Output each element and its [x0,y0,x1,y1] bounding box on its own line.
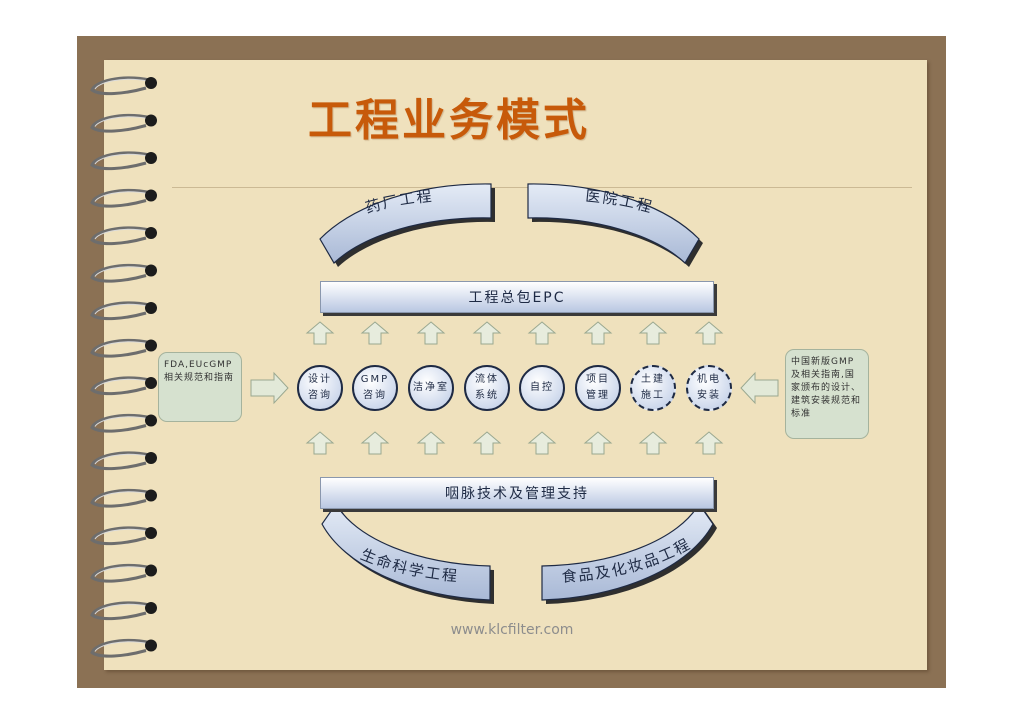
up-arrow-upper-5 [527,321,557,345]
arc-pharma-factory [319,183,492,264]
arrow-left-right [740,371,779,405]
up-arrow-lower-7 [638,431,668,455]
service-unit-label: 自控 [530,382,554,393]
service-unit-label-line2: 管理 [586,390,610,401]
up-arrow-lower-8 [694,431,724,455]
left-standards-box: FDA,EUcGMP相关规范和指南 [158,352,242,422]
up-arrow-lower-5 [527,431,557,455]
up-arrow-lower-6 [583,431,613,455]
service-unit-label-line2: 咨询 [308,390,332,401]
arc-life-science [321,502,491,601]
service-unit: 自控 [519,365,565,411]
arrow-right-left [250,371,289,405]
service-unit-label: 设计咨询 [308,374,332,401]
service-unit: 流体系统 [464,365,510,411]
up-arrow-lower-2 [360,431,390,455]
service-unit-label: 项目管理 [586,374,610,401]
up-arrow-upper-8 [694,321,724,345]
service-unit-label-line2: 施工 [641,390,665,401]
service-unit: 洁净室 [408,365,454,411]
up-arrow-upper-6 [583,321,613,345]
up-arrow-upper-2 [360,321,390,345]
epc-banner: 工程总包EPC [320,281,714,313]
service-unit: 机电安装 [686,365,732,411]
service-unit-label-line2: 系统 [475,390,499,401]
arc-food-cosmetics [541,502,714,601]
up-arrow-lower-1 [305,431,335,455]
right-standards-box: 中国新版GMP及相关指南,国家颁布的设计、建筑安装规范和标准 [785,349,869,439]
arc-hospital [527,183,700,264]
up-arrow-lower-3 [416,431,446,455]
service-unit-label-line2: 咨询 [362,390,387,401]
up-arrow-upper-7 [638,321,668,345]
service-unit: 土建施工 [630,365,676,411]
up-arrow-upper-3 [416,321,446,345]
service-unit: 设计咨询 [297,365,343,411]
watermark-url: www.klcfilter.com [450,622,574,638]
up-arrow-upper-4 [472,321,502,345]
service-unit-label: 洁净室 [413,382,449,393]
tech-support-banner: 咽脉技术及管理支持 [320,477,714,509]
service-unit-label: 机电安装 [697,374,721,401]
page-title: 工程业务模式 [308,95,590,146]
service-unit-label: 土建施工 [641,374,665,401]
up-arrow-lower-4 [472,431,502,455]
up-arrow-upper-1 [305,321,335,345]
service-unit-label: 流体系统 [475,374,499,401]
service-unit: 项目管理 [575,365,621,411]
service-unit-label-line2: 安装 [697,390,721,401]
